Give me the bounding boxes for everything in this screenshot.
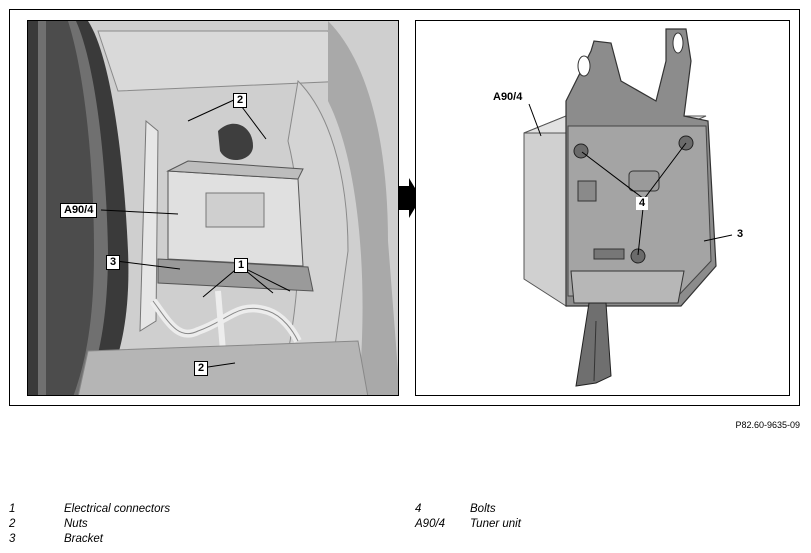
arrow-right-icon — [399, 178, 421, 218]
callout-bracket-left: 3 — [106, 255, 121, 270]
installed-view-illustration: 2 A90/4 3 1 2 — [27, 20, 399, 396]
legend-key: 2 — [9, 518, 16, 530]
legend-key: 3 — [9, 533, 16, 545]
callout-bolts: 4 — [636, 197, 649, 210]
callout-nuts-bottom: 2 — [194, 361, 209, 376]
legend-row: A90/4 Tuner unit — [415, 517, 521, 532]
legend-label: Bracket — [64, 533, 103, 545]
legend-row: 2 Nuts — [9, 517, 170, 532]
callout-tuner-unit-right: A90/4 — [493, 91, 523, 103]
legend-right-column: 4 Bolts A90/4 Tuner unit — [415, 502, 521, 532]
legend-row: 3 Bracket — [9, 532, 170, 547]
legend-row: 1 Electrical connectors — [9, 502, 170, 517]
legend-key: 1 — [9, 503, 16, 515]
legend-left-column: 1 Electrical connectors 2 Nuts 3 Bracket — [9, 502, 170, 547]
callout-connectors: 1 — [234, 258, 249, 273]
legend-key: A90/4 — [415, 518, 446, 530]
legend-row: 4 Bolts — [415, 502, 521, 517]
callout-tuner-unit-left: A90/4 — [60, 203, 98, 218]
legend-label: Bolts — [470, 503, 496, 515]
tuner-unit-illustration: A90/4 4 3 — [415, 20, 790, 396]
callout-bracket-right: 3 — [737, 228, 744, 240]
figure-reference-code: P82.60-9635-09 — [735, 420, 800, 430]
legend-label: Tuner unit — [470, 518, 521, 530]
tuner-unit-drawing — [523, 28, 733, 387]
callout-nuts-top: 2 — [233, 93, 248, 108]
legend-label: Nuts — [64, 518, 88, 530]
installed-view-drawing — [28, 21, 398, 395]
legend-key: 4 — [415, 503, 422, 515]
legend-label: Electrical connectors — [64, 503, 171, 515]
